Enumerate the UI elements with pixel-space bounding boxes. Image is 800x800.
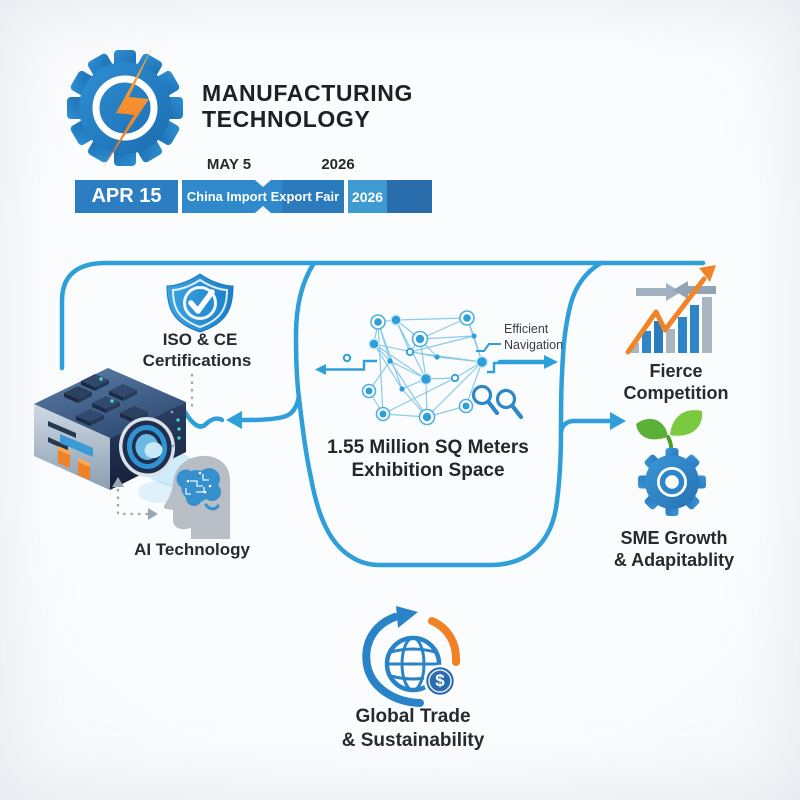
collision-arrows [636, 281, 716, 301]
flow-top-line [59, 260, 706, 371]
trend-arrow-line [625, 276, 707, 355]
mini-bars [631, 297, 712, 353]
ai-head-brain-icon [163, 455, 230, 539]
exhibition-label-line2: Exhibition Space [351, 460, 505, 481]
timeline-segment-fair[interactable]: China Import Export Fair [182, 180, 344, 213]
global-label-line1: Global Trade [355, 706, 471, 727]
timeline-date-2026: 2026 [321, 156, 355, 173]
bar-chart-collision-icon [625, 265, 716, 355]
left-step-arrowhead [315, 364, 326, 375]
left-step-line [323, 359, 377, 371]
stepped-connectors [323, 343, 549, 374]
segment-notch-top [255, 180, 271, 187]
right-step-line [487, 361, 499, 374]
magnifier-icon-2 [495, 388, 524, 420]
machine-panel [48, 421, 93, 480]
sprout-leaf-left [636, 418, 668, 440]
logo-inner-ring [92, 75, 158, 141]
flow-right-branch [558, 418, 614, 435]
sprout-leaf-right [670, 410, 703, 436]
cycle-arrowhead [396, 606, 418, 628]
flow-left-branch [238, 393, 302, 423]
navigation-annotation-line2: Navigation [504, 338, 564, 352]
navigation-annotation-line1: Efficient [504, 322, 549, 336]
page-title-line1: MANUFACTURING [202, 80, 413, 106]
trend-arrowhead [699, 265, 716, 282]
page-title-line2: TECHNOLOGY [202, 106, 371, 132]
dotted-up-arrowhead [112, 477, 124, 487]
cycle-arc-orange [428, 617, 461, 666]
segment-notch-bottom [255, 206, 271, 213]
dollar-sign: $ [435, 671, 445, 690]
machine-studs [64, 374, 148, 426]
flow-left-arrowhead [226, 411, 242, 429]
sme-label-line2: & Adapitablity [613, 550, 735, 570]
timeline-date-may5: MAY 5 [206, 156, 252, 173]
timeline-segment-fair-label: China Import Export Fair [186, 189, 340, 204]
shield-check-icon [166, 273, 234, 333]
globe-trade-dollar-icon [362, 606, 461, 707]
gear-lightning-logo [67, 46, 183, 168]
network-nodes [361, 310, 489, 426]
competition-label-line2: Competition [623, 383, 729, 403]
timeline-segment-apr15-label: APR 15 [91, 185, 162, 207]
machine-lens [118, 417, 176, 477]
lightning-bolt-icon [103, 46, 153, 168]
floating-dot [342, 353, 352, 363]
magnifier-icon [471, 384, 500, 416]
exhibition-label-line1: 1.55 Million SQ Meters [327, 437, 529, 458]
right-mid-arrowhead [544, 355, 558, 369]
timeline-segment-2026[interactable]: 2026 [348, 180, 387, 213]
timeline-segment-2026-label: 2026 [351, 188, 384, 205]
competition-label-line1: Fierce [649, 361, 703, 381]
certifications-label-line2: Certifications [142, 351, 252, 370]
certifications-label-line1: ISO & CE [162, 330, 238, 349]
sme-label-line1: SME Growth [620, 528, 728, 548]
gear-sprout-icon [636, 410, 706, 516]
flow-capsule [293, 260, 604, 568]
global-label-line2: & Sustainability [341, 730, 485, 751]
timeline-segment-globe[interactable] [387, 180, 432, 213]
timeline-segment-apr15[interactable]: APR 15 [75, 180, 178, 213]
flow-right-arrowhead [610, 412, 626, 430]
cycle-arrow-blue [362, 613, 424, 707]
dotted-connectors [116, 374, 194, 516]
network-mesh-icon [342, 310, 489, 426]
navigation-elbow-line [476, 343, 501, 352]
ai-technology-label: AI Technology [134, 540, 250, 559]
dotted-right-arrowhead [148, 508, 158, 520]
